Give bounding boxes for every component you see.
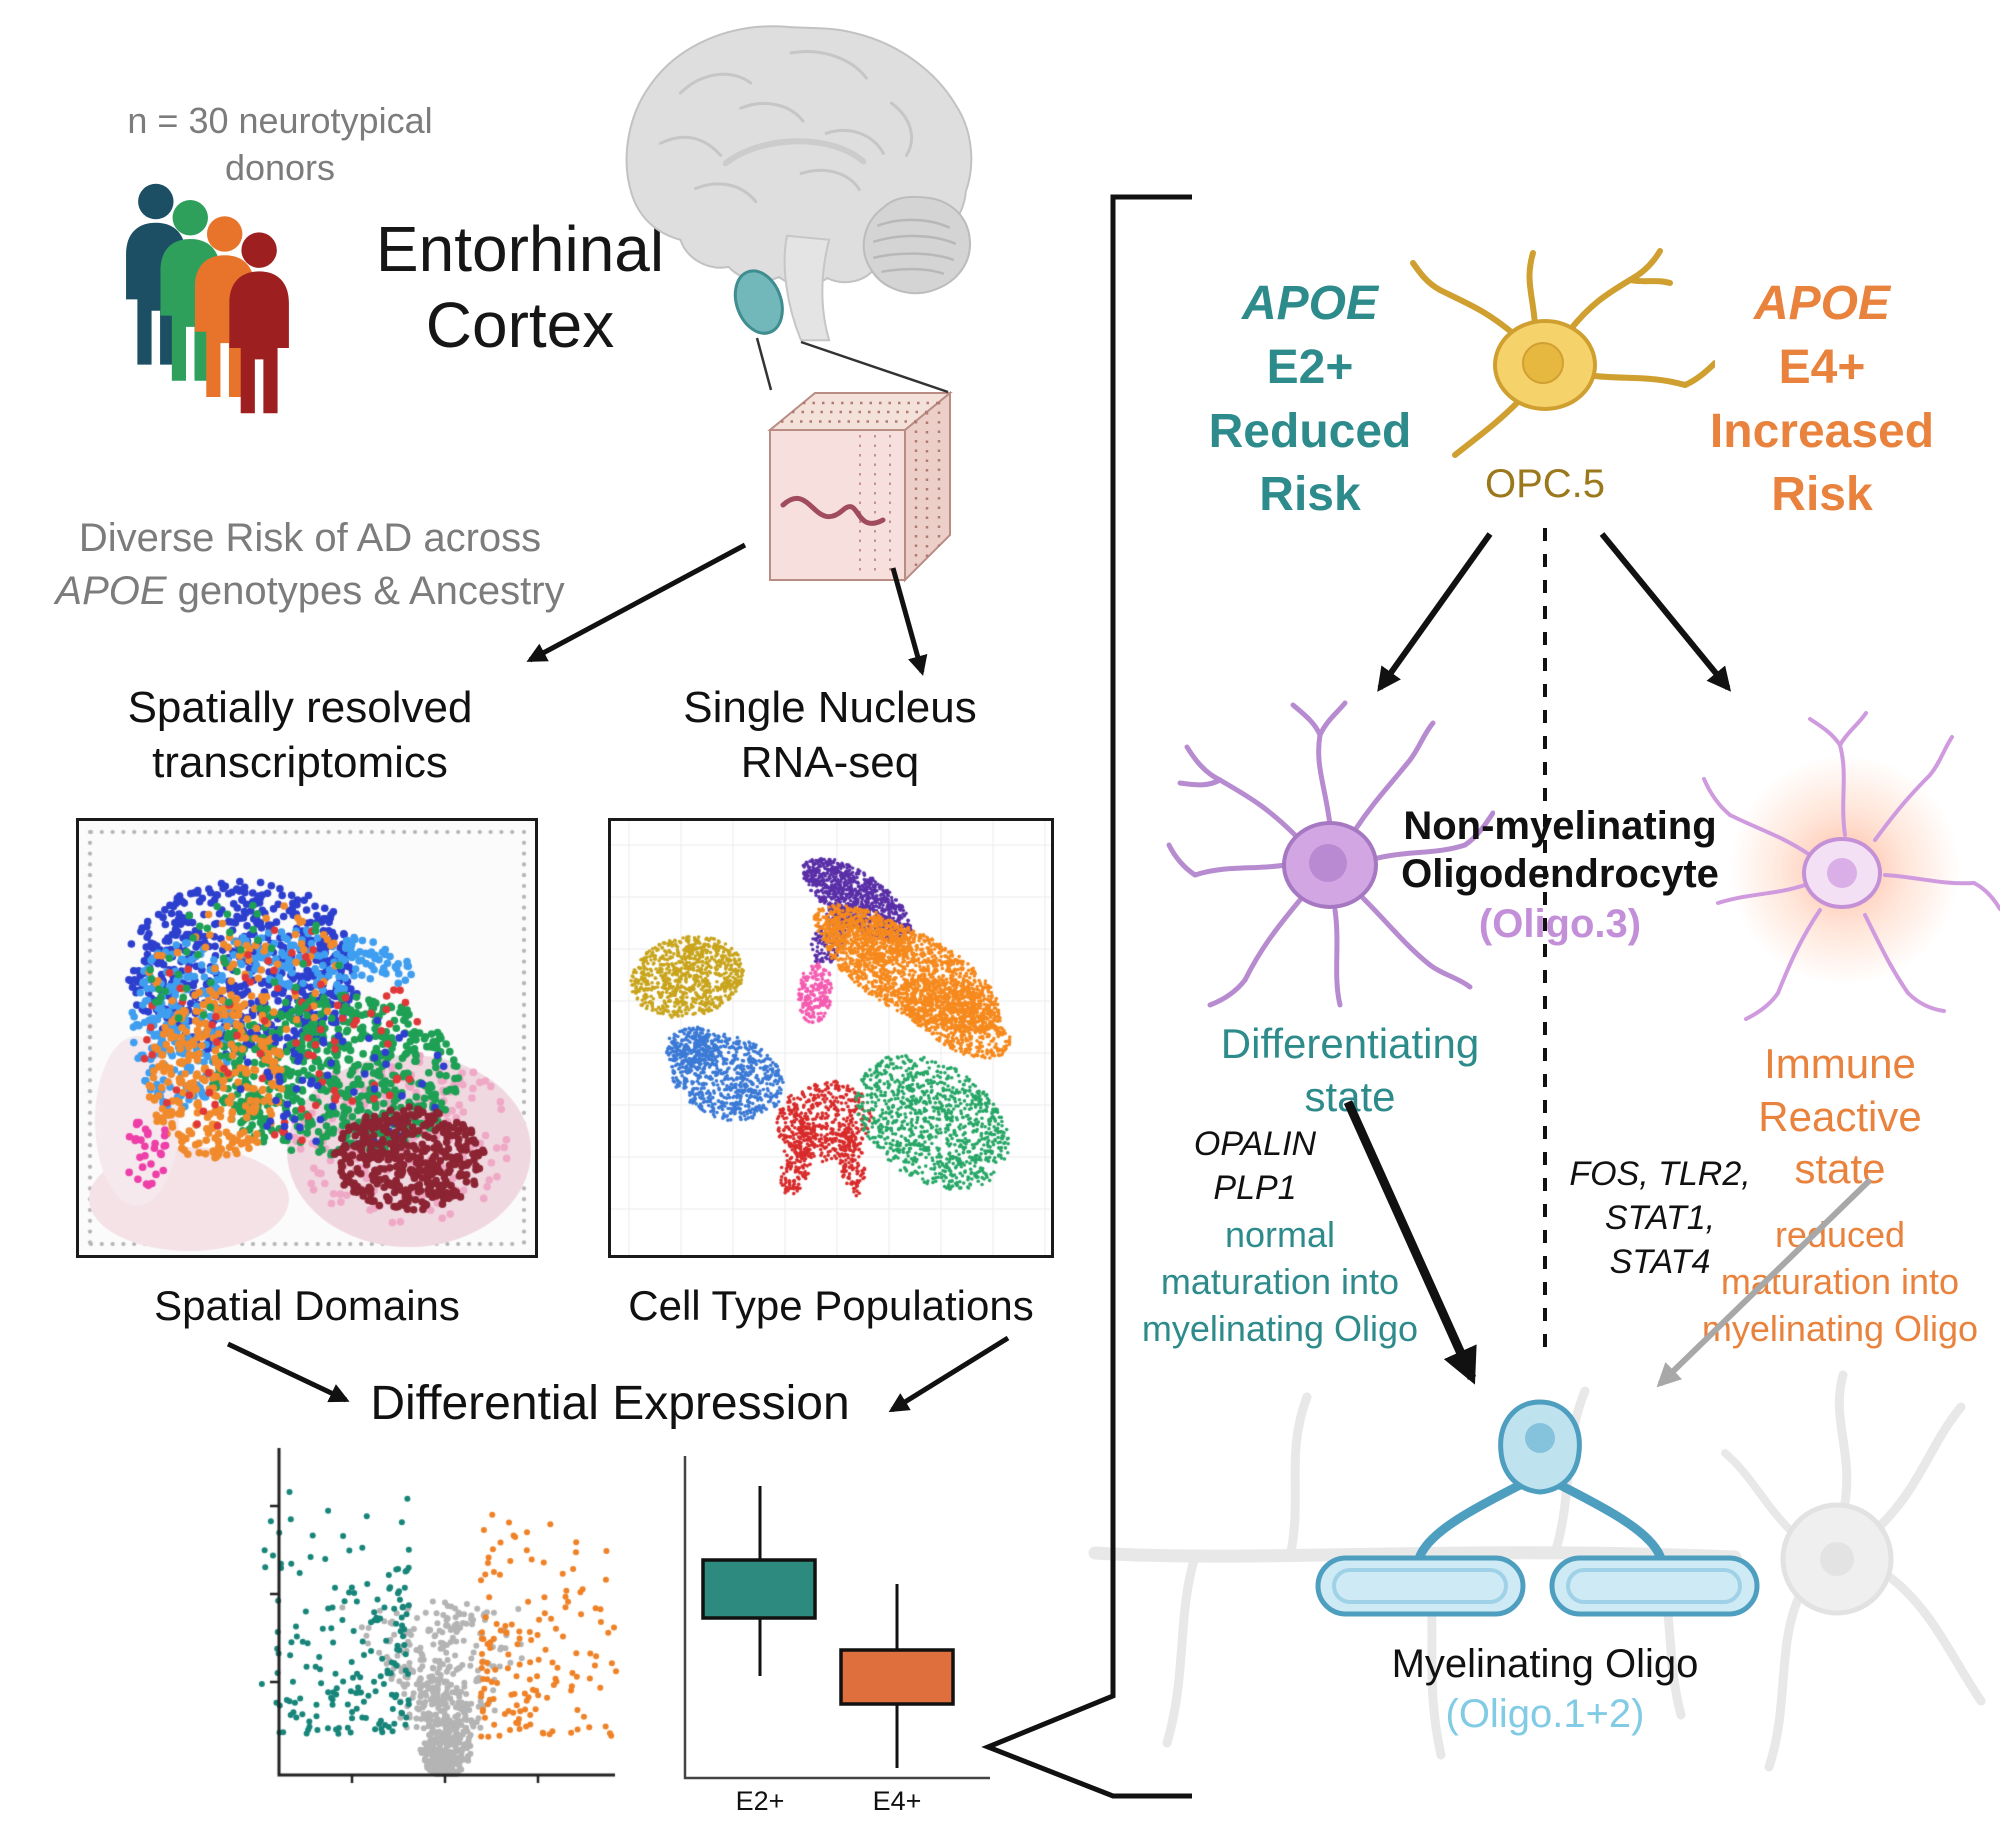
myelin-sheath-right	[1549, 1555, 1760, 1617]
donors-count-label: n = 30 neurotypical donors	[127, 100, 433, 188]
e4-axis-label: E4+	[873, 1786, 922, 1816]
volcano-plot	[252, 1442, 622, 1792]
oligo3-nucleus	[1309, 844, 1347, 882]
reduced-maturation-label: reduced maturation into myelinating Olig…	[1701, 1214, 1979, 1349]
differentiation-genes: OPALIN PLP1	[1193, 1125, 1317, 1208]
umap-plot	[611, 821, 1051, 1255]
apoe-gene-label: APOE	[55, 568, 167, 613]
myelin-sheath-left	[1315, 1555, 1526, 1617]
cube-front-face	[769, 429, 906, 581]
oligo12-label: (Oligo.1+2)	[1445, 1692, 1645, 1736]
entorhinal-cortex-region	[733, 269, 784, 335]
tissue-block-illustration	[767, 390, 953, 583]
oligo-process-right	[1545, 1475, 1665, 1561]
e4-box	[839, 1648, 955, 1706]
figure-title: Entorhinal Cortex	[375, 213, 665, 361]
e2-box	[701, 1558, 817, 1620]
risk-line2: APOE genotypes & Ancestry	[30, 565, 590, 618]
myelinating-label: Myelinating Oligo	[1391, 1642, 1699, 1686]
brainstem	[783, 234, 831, 342]
e2-gene-label: APOE	[1241, 277, 1379, 330]
opc-nucleus	[1522, 342, 1564, 384]
opc-cell-illustration	[1410, 248, 1715, 458]
nonmyelinating-block: Non-myelinating Oligodendrocyte (Oligo.3…	[1390, 802, 1730, 947]
e4-gene-label: APOE	[1753, 277, 1891, 330]
immune-reactive-cell-illustration	[1702, 711, 2000, 1021]
differentiating-state-label: Differentiating state	[1220, 1020, 1480, 1120]
immune-cell-nucleus	[1827, 858, 1857, 888]
apoe-e4-block: APOE E4+ Increased Risk	[1672, 272, 1972, 527]
spatial-transcriptomics-plot	[79, 821, 535, 1255]
e2-axis-label: E2+	[736, 1786, 785, 1816]
arrow-opc-to-oligo3	[1377, 532, 1493, 692]
spatial-panel	[76, 818, 538, 1258]
boxplot: E2+ E4+	[683, 1456, 990, 1816]
neuron-nucleus	[1820, 1542, 1854, 1576]
opc-label: OPC.5	[1484, 462, 1606, 506]
brain-illustration	[625, 25, 973, 342]
risk-description: Diverse Risk of AD across APOE genotypes…	[30, 512, 590, 618]
oligo-process-left	[1415, 1475, 1535, 1561]
spatial-caption: Spatial Domains	[154, 1282, 460, 1329]
cerebellum	[862, 195, 971, 295]
donor-group-icon	[126, 183, 289, 414]
myelinating-oligo-nucleus	[1525, 1423, 1555, 1453]
oligo3-label: (Oligo.3)	[1478, 902, 1642, 946]
nonmyelinating-oligo-illustration	[1166, 700, 1495, 1008]
normal-maturation-label: normal maturation into myelinating Oligo	[1141, 1214, 1419, 1349]
arrow-celltypes-to-de	[888, 1335, 1010, 1413]
snrna-heading: Single Nucleus RNA-seq	[683, 683, 977, 787]
myelinating-oligo-illustration	[1315, 1399, 1760, 1617]
diff-expression-label: Differential Expression	[370, 1377, 850, 1430]
e4-risk-lines: E4+ Increased Risk	[1709, 340, 1935, 522]
cortex-fold-squiggle	[780, 495, 886, 526]
arrow-opc-to-immune	[1599, 532, 1732, 692]
apoe-e2-block: APOE E2+ Reduced Risk	[1165, 272, 1455, 527]
e2-risk-lines: E2+ Reduced Risk	[1208, 340, 1412, 522]
nonmyelinating-label: Non-myelinating Oligodendrocyte	[1401, 804, 1719, 896]
spatial-heading: Spatially resolved transcriptomics	[127, 683, 473, 787]
immune-state-label: Immune Reactive state	[1758, 1040, 1922, 1192]
risk-line2-rest: genotypes & Ancestry	[166, 568, 565, 613]
umap-caption: Cell Type Populations	[628, 1282, 1034, 1329]
umap-panel	[608, 818, 1054, 1258]
risk-line1: Diverse Risk of AD across	[78, 516, 542, 560]
